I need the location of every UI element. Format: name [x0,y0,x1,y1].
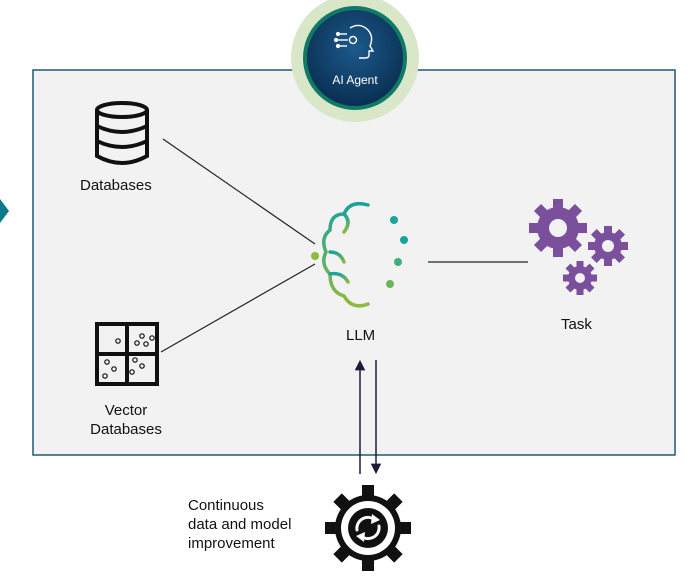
task-label: Task [561,316,592,333]
vector-grid-icon [95,322,159,386]
agent-label: AI Agent [332,73,378,87]
connector-vector-llm [160,263,316,353]
improvement-label-line3: improvement [188,535,275,552]
left-arrow-tip [0,199,9,223]
improvement-label-line1: Continuous [188,497,264,514]
database-icon [95,101,149,165]
vector-databases-label-line1: Vector [104,402,148,419]
brain-circuit-icon [311,201,408,308]
ai-head-icon [333,24,375,59]
connector-databases-llm [162,138,316,245]
agent-badge [291,0,419,122]
refresh-gear-icon [325,485,411,571]
agent-panel [32,69,676,456]
improvement-label-line2: data and model [188,516,292,533]
vector-databases-label-line2: Databases [90,421,162,438]
databases-label: Databases [80,177,152,194]
improvement-label: Continuous data and model improvement [188,496,291,553]
llm-label: LLM [346,327,376,344]
vector-databases-label: Vector Databases [76,401,176,439]
